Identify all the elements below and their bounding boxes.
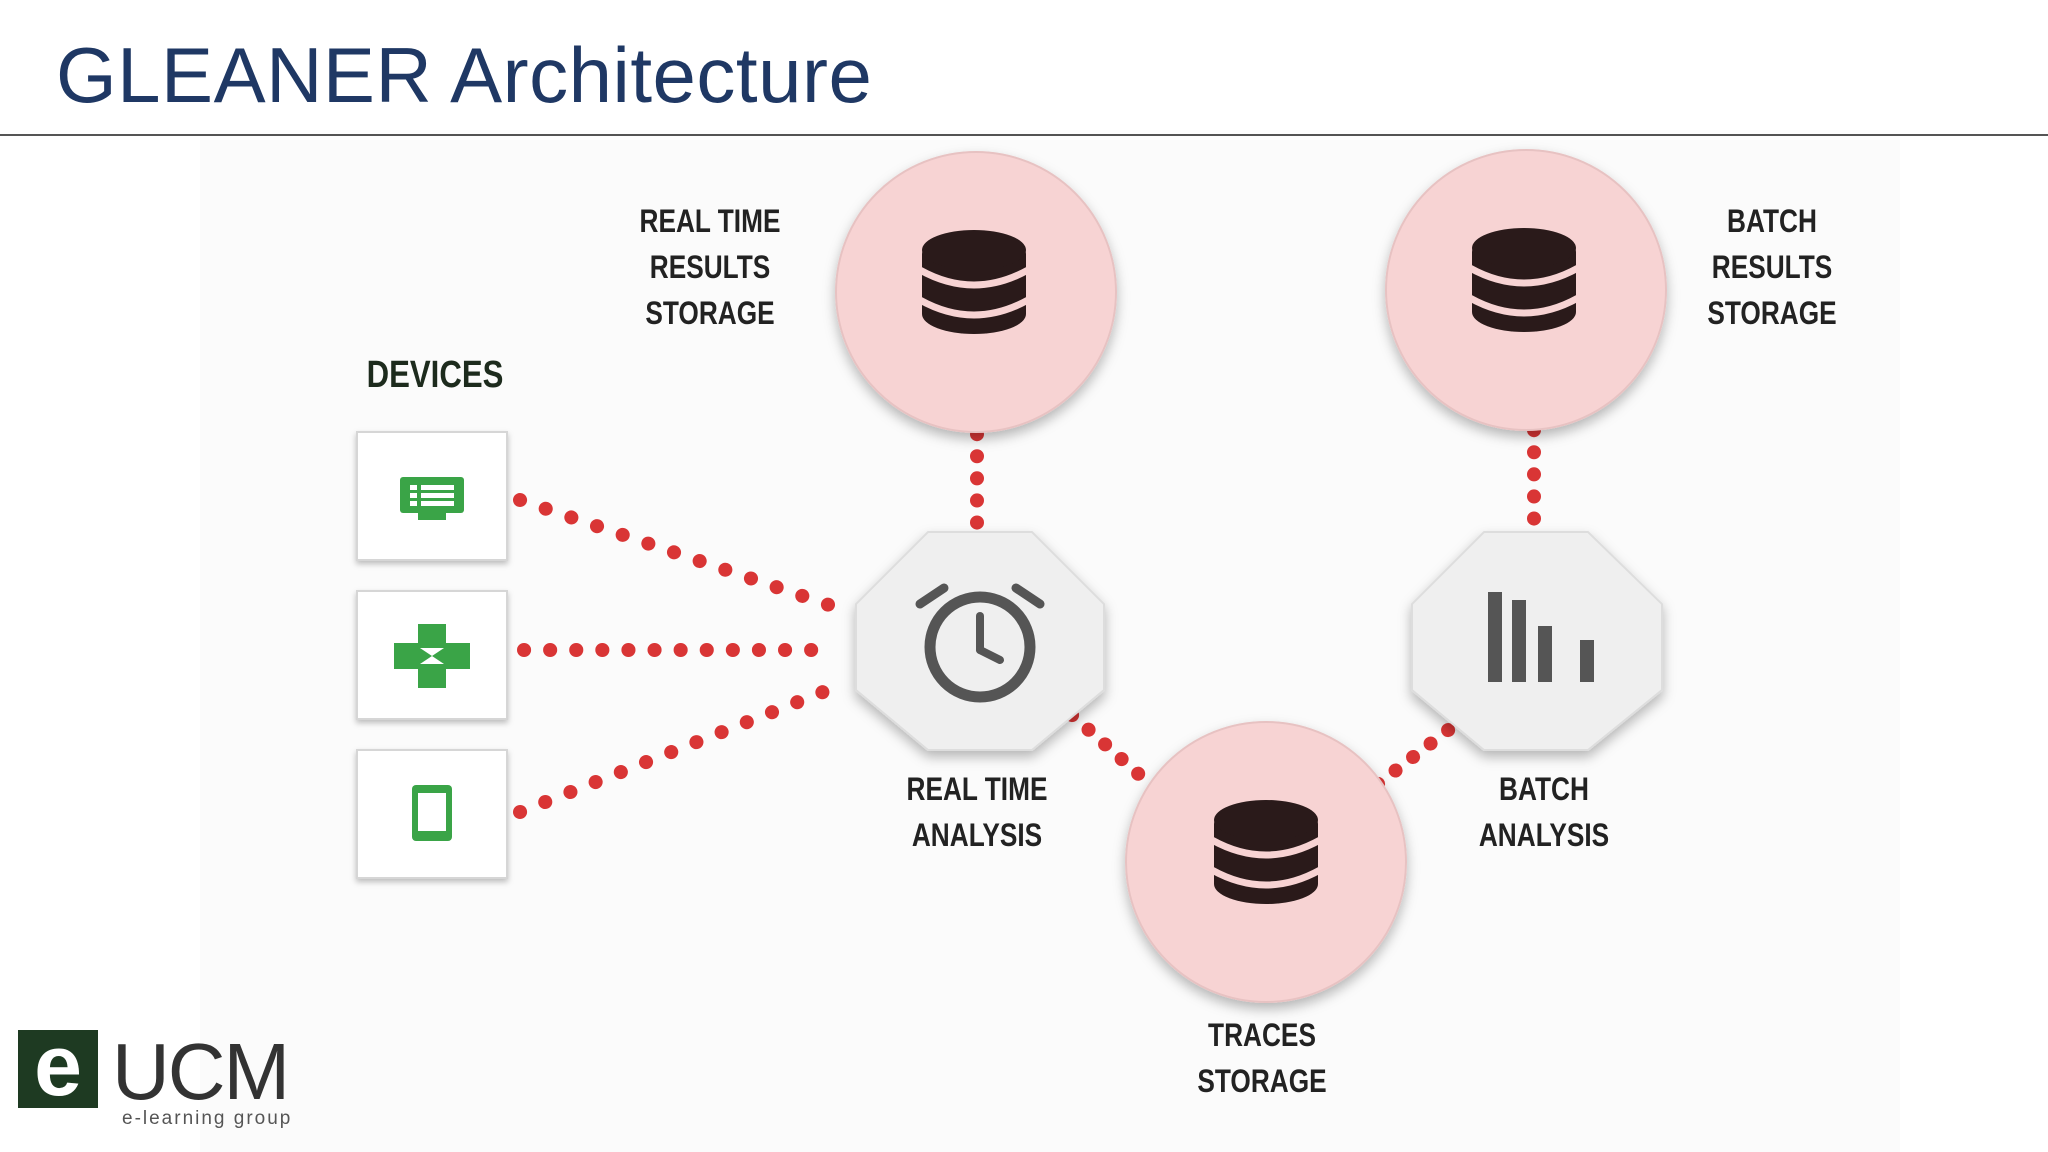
connector-realtime-traces	[1065, 708, 1159, 793]
database-icon	[1210, 800, 1322, 904]
database-icon	[1468, 228, 1580, 332]
realtime-results-storage-node	[835, 151, 1117, 433]
bar-chart-icon	[1488, 592, 1594, 682]
device-box-monitor	[356, 431, 508, 561]
gamepad-icon	[394, 624, 470, 688]
monitor-icon	[400, 477, 464, 520]
database-icon	[918, 230, 1030, 334]
batch-analysis-node	[1411, 531, 1663, 751]
realtime-analysis-node	[855, 531, 1105, 751]
realtime-results-storage-label: REAL TIME RESULTS STORAGE	[639, 203, 781, 331]
alarm-clock-icon	[915, 583, 1045, 703]
page-title: GLEANER Architecture	[56, 31, 873, 119]
batch-analysis-label: BATCH ANALYSIS	[1478, 771, 1610, 853]
connector-device1-realtime	[513, 493, 839, 613]
traces-storage-label: TRACES STORAGE	[1197, 1017, 1327, 1099]
connector-traces-batch	[1371, 717, 1463, 791]
traces-storage-node	[1125, 721, 1407, 1003]
eucm-logo-subtitle: e-learning group	[122, 1108, 293, 1129]
realtime-analysis-label: REAL TIME ANALYSIS	[906, 771, 1048, 853]
batch-results-storage-label: BATCH RESULTS STORAGE	[1707, 203, 1837, 331]
devices-label: DEVICES	[366, 354, 504, 396]
connector-device3-realtime	[513, 683, 835, 819]
batch-results-storage-node	[1385, 149, 1667, 431]
eucm-logo-text: UCM	[112, 1027, 290, 1116]
eucm-logo-mark: e	[18, 1023, 98, 1109]
device-box-gamepad	[356, 590, 508, 720]
device-box-tablet	[356, 749, 508, 879]
tablet-icon	[412, 785, 452, 841]
title-divider	[0, 134, 2048, 136]
